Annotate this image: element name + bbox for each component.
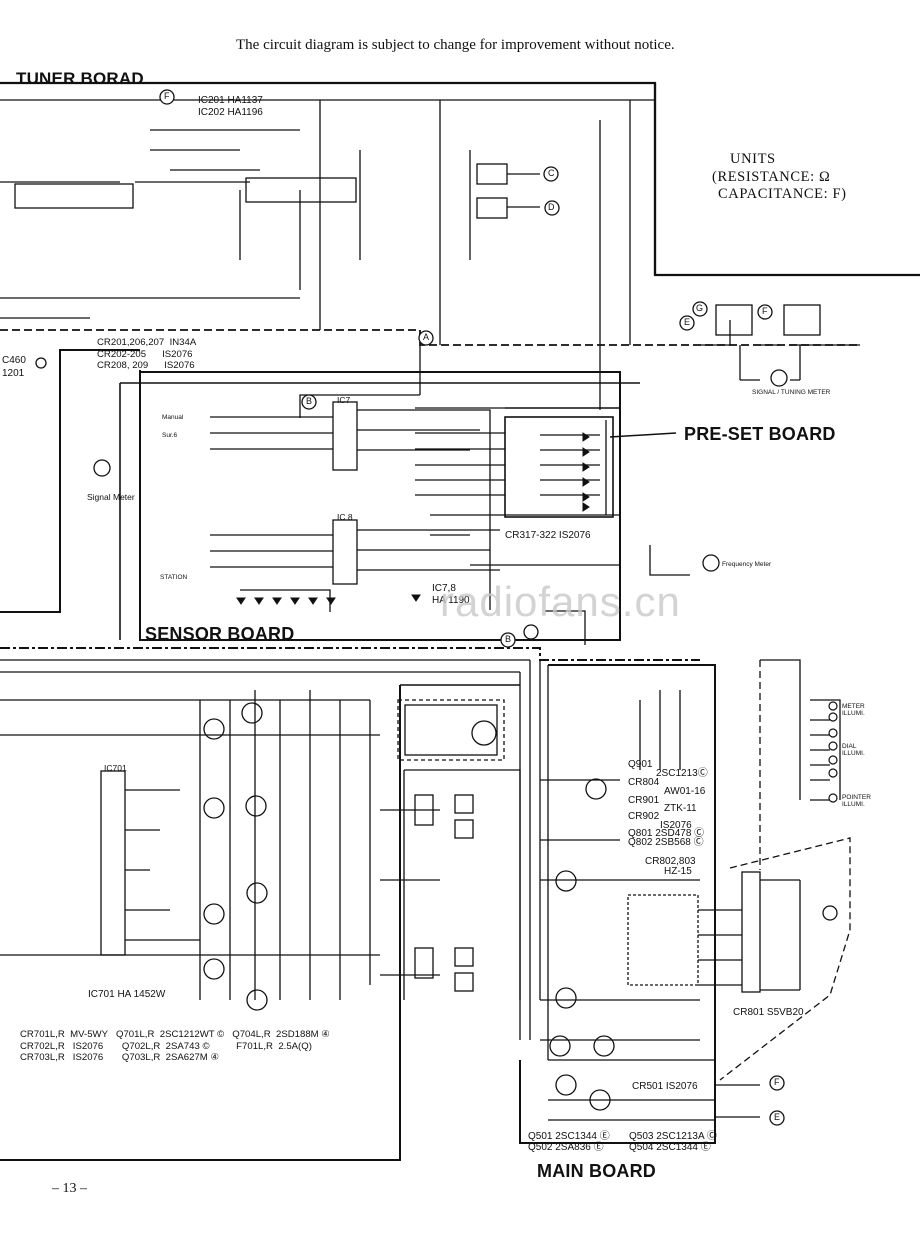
- ic701-small-label: IC701: [104, 763, 127, 773]
- ic8-label: IC 8: [337, 512, 353, 522]
- meter-illumi-label: METER ILLUMI.: [842, 703, 865, 717]
- q501-label: Q501 2SC1344 Ⓔ: [528, 1131, 610, 1142]
- node-f-right: F: [762, 306, 768, 316]
- ic78-part: HA 1190: [432, 595, 470, 606]
- units-capacitance: CAPACITANCE: F): [718, 186, 847, 202]
- ic78-label: IC7,8: [432, 583, 456, 594]
- q502-label: Q502 2SA836 Ⓔ: [528, 1142, 604, 1153]
- cr804-label: CR804: [628, 777, 660, 788]
- node-c: C: [548, 168, 555, 178]
- watermark: radiofans.cn: [440, 578, 681, 625]
- cr902-label: CR902: [628, 811, 660, 822]
- change-notice: The circuit diagram is subject to change…: [236, 37, 675, 53]
- parts-row: CR703L,R IS2076 Q703L,R 2SA627M ④: [20, 1052, 220, 1064]
- tuner-board-title: TUNER BORAD: [16, 69, 144, 88]
- ic7-label: IC7: [337, 395, 351, 405]
- cr801-label: CR801 S5VB20: [733, 1007, 804, 1018]
- node-e-bottom: E: [774, 1112, 781, 1122]
- node-d: D: [548, 202, 555, 212]
- parts-row: CR701L,R MV-5WY Q701L,R 2SC1212WT © Q704…: [20, 1029, 330, 1040]
- parts-list-left: CR701L,R MV-5WY Q701L,R 2SC1212WT © Q704…: [20, 1029, 330, 1064]
- r1201-label: 1201: [2, 368, 25, 379]
- node-f-bottom: F: [774, 1077, 780, 1087]
- signal-tuning-meter-label: SIGNAL / TUNING METER: [752, 389, 831, 396]
- main-board-title: MAIN BOARD: [537, 1161, 656, 1181]
- dial-illumi-label: DIAL ILLUMI.: [842, 743, 865, 757]
- q801-label: Q801 2SD478 Ⓒ: [628, 828, 705, 839]
- q802-label: Q802 2SB568 Ⓒ: [628, 837, 704, 848]
- cr902-part: IS2076: [660, 820, 692, 831]
- frequency-meter-label: Frequency Meter: [722, 561, 772, 568]
- tuner-diode-list: CR201,206,207 IN34A CR202-205 IS2076 CR2…: [97, 337, 196, 372]
- node-e-top: E: [684, 317, 691, 327]
- preset-board-title: PRE-SET BOARD: [684, 424, 836, 444]
- q504-label: Q504 2SC1344 Ⓔ: [629, 1142, 711, 1153]
- manual-label: Manual: [162, 414, 184, 421]
- page-number: – 13 –: [52, 1181, 87, 1196]
- pointer-illumi-label: POINTER ILLUMI.: [842, 794, 871, 808]
- sensor-board-title: SENSOR BOARD: [145, 624, 295, 644]
- c460-label: C460: [2, 355, 26, 366]
- parts-row: CR702L,R IS2076 Q702L,R 2SA743 © F701L,R…: [20, 1040, 312, 1052]
- q503-label: Q503 2SC1213A Ⓒ: [629, 1131, 717, 1142]
- cr802-label: CR802,803: [645, 856, 696, 867]
- units-resistance: (RESISTANCE: Ω: [712, 169, 831, 185]
- node-b-lower: B: [505, 634, 512, 644]
- cr804-part: AW01-16: [664, 786, 706, 797]
- node-a: A: [423, 332, 430, 342]
- signal-meter-label: Signal Meter: [87, 492, 135, 502]
- q901-part: 2SC1213Ⓒ: [656, 768, 708, 779]
- cr802-part: HZ-15: [664, 866, 692, 877]
- cr501-label: CR501 IS2076: [632, 1081, 698, 1092]
- q901-label: Q901: [628, 759, 653, 770]
- tuner-diode-row: CR201,206,207 IN34A: [97, 337, 197, 348]
- cr901-label: CR901: [628, 795, 660, 806]
- units-title: UNITS: [730, 151, 776, 167]
- tuner-diode-row: CR202-205 IS2076: [97, 348, 193, 360]
- station-label: STATION: [160, 574, 188, 581]
- tuner-diode-row: CR208, 209 IS2076: [97, 360, 195, 372]
- node-f-top: F: [164, 91, 170, 101]
- ic701-label: IC701 HA 1452W: [88, 989, 166, 1000]
- ic201-label: IC201 HA1137: [198, 95, 263, 106]
- ic202-label: IC202 HA1196: [198, 107, 263, 118]
- node-b: B: [306, 396, 313, 406]
- cr317-label: CR317-322 IS2076: [505, 530, 591, 541]
- sur6-label: Sur.6: [162, 432, 178, 439]
- node-g: G: [696, 303, 704, 313]
- cr901-part: ZTK-11: [664, 803, 697, 814]
